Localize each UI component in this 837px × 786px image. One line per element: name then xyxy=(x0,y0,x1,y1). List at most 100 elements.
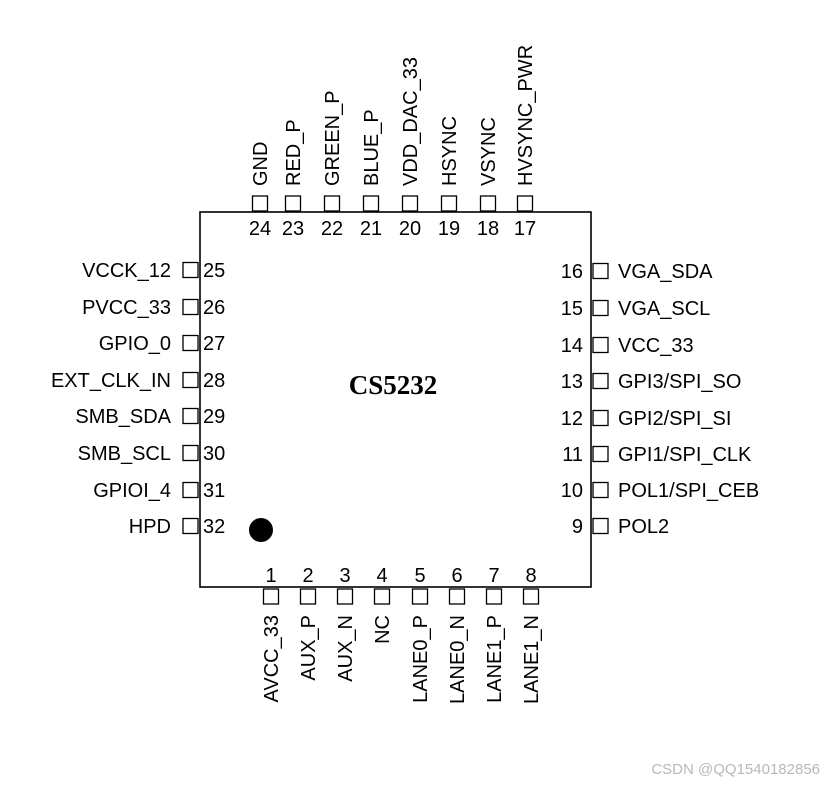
pin-name: PVCC_33 xyxy=(82,297,171,319)
watermark-text: CSDN @QQ1540182856 xyxy=(651,761,820,778)
pin-name: VGA_SCL xyxy=(618,298,710,320)
pin-17: 17 HVSYNC_PWR xyxy=(514,45,537,240)
pin-23: 23 RED_P xyxy=(282,119,305,240)
pin-pad xyxy=(284,195,302,212)
pin-pad xyxy=(592,336,609,354)
pin-name: VSYNC xyxy=(478,117,500,186)
pin-number: 31 xyxy=(203,480,225,502)
pin-name: AUX_P xyxy=(298,615,320,681)
pin-name: NC xyxy=(372,615,394,644)
pin-name: GPI1/SPI_CLK xyxy=(618,444,752,466)
pin-name: HPD xyxy=(129,516,171,538)
pin-name: GPI3/SPI_SO xyxy=(618,371,741,393)
pin-pad xyxy=(182,407,199,425)
pin-number: 14 xyxy=(561,335,583,357)
chip-name: CS5232 xyxy=(349,370,438,400)
pin-name: SMB_SCL xyxy=(78,443,171,465)
pin-name: VGA_SDA xyxy=(618,261,713,283)
pin-number: 2 xyxy=(302,565,313,587)
pin-number: 1 xyxy=(265,565,276,587)
pin-pad xyxy=(440,195,458,212)
pin-number: 4 xyxy=(376,565,387,587)
pin-number: 10 xyxy=(561,480,583,502)
pin-20: 20 VDD_DAC_33 xyxy=(399,57,422,240)
pin-pad xyxy=(251,195,269,212)
pin-pad xyxy=(182,334,199,352)
pin-name: LANE1_P xyxy=(484,615,506,703)
pin-name: HVSYNC_PWR xyxy=(515,45,537,186)
pin-pad xyxy=(592,262,609,280)
pin-pad xyxy=(401,195,419,212)
pin-name: GREEN_P xyxy=(322,90,344,186)
pin-name: VDD_DAC_33 xyxy=(400,57,422,186)
pin-name: HSYNC xyxy=(439,116,461,186)
pin-name: AVCC_33 xyxy=(261,615,283,702)
chip-body xyxy=(199,211,592,588)
pin-16: 16 VGA_SDA xyxy=(561,261,713,283)
pin-name: BLUE_P xyxy=(361,109,383,186)
pin-13: 13 GPI3/SPI_SO xyxy=(561,371,742,393)
pin-number: 23 xyxy=(282,218,304,240)
pin-number: 16 xyxy=(561,261,583,283)
pin-name: POL1/SPI_CEB xyxy=(618,480,759,502)
pin-pad xyxy=(592,481,609,499)
pin-pad xyxy=(479,195,497,212)
pin-pad xyxy=(592,409,609,427)
pin-number: 3 xyxy=(339,565,350,587)
pin-number: 18 xyxy=(477,218,499,240)
pin-10: 10 POL1/SPI_CEB xyxy=(561,480,759,502)
pin-pad xyxy=(592,372,609,390)
pin-31: 31 GPIOI_4 xyxy=(93,480,225,502)
pin-pad xyxy=(362,195,380,212)
pin-name: LANE0_N xyxy=(447,615,469,704)
pin-name: AUX_N xyxy=(335,615,357,682)
pin-name: EXT_CLK_IN xyxy=(51,370,171,392)
pin-number: 20 xyxy=(399,218,421,240)
pin-number: 24 xyxy=(249,218,271,240)
pin-pad xyxy=(182,481,199,499)
pin-pad xyxy=(592,517,609,535)
pin-number: 5 xyxy=(414,565,425,587)
pin-pad xyxy=(299,588,317,605)
pin-number: 19 xyxy=(438,218,460,240)
pin-pad xyxy=(182,444,199,462)
pin-21: 21 BLUE_P xyxy=(360,109,383,240)
pin-number: 17 xyxy=(514,218,536,240)
pin-pad xyxy=(373,588,391,605)
pin-pad xyxy=(182,261,199,279)
pin-number: 30 xyxy=(203,443,225,465)
pin-pad xyxy=(516,195,534,212)
pin-number: 15 xyxy=(561,298,583,320)
pin-name: RED_P xyxy=(283,119,305,186)
pin-pad xyxy=(262,588,280,605)
pin-pad xyxy=(592,299,609,317)
pin-pad xyxy=(485,588,503,605)
pin-4: 4NC xyxy=(372,565,394,644)
pin-pad xyxy=(182,298,199,316)
pin-name: GPIOI_4 xyxy=(93,480,171,502)
pin-18: 18 VSYNC xyxy=(477,117,500,240)
pin-number: 13 xyxy=(561,371,583,393)
pin-number: 21 xyxy=(360,218,382,240)
pin-pad xyxy=(592,445,609,463)
pin-number: 11 xyxy=(562,444,583,466)
pin-pad xyxy=(336,588,354,605)
